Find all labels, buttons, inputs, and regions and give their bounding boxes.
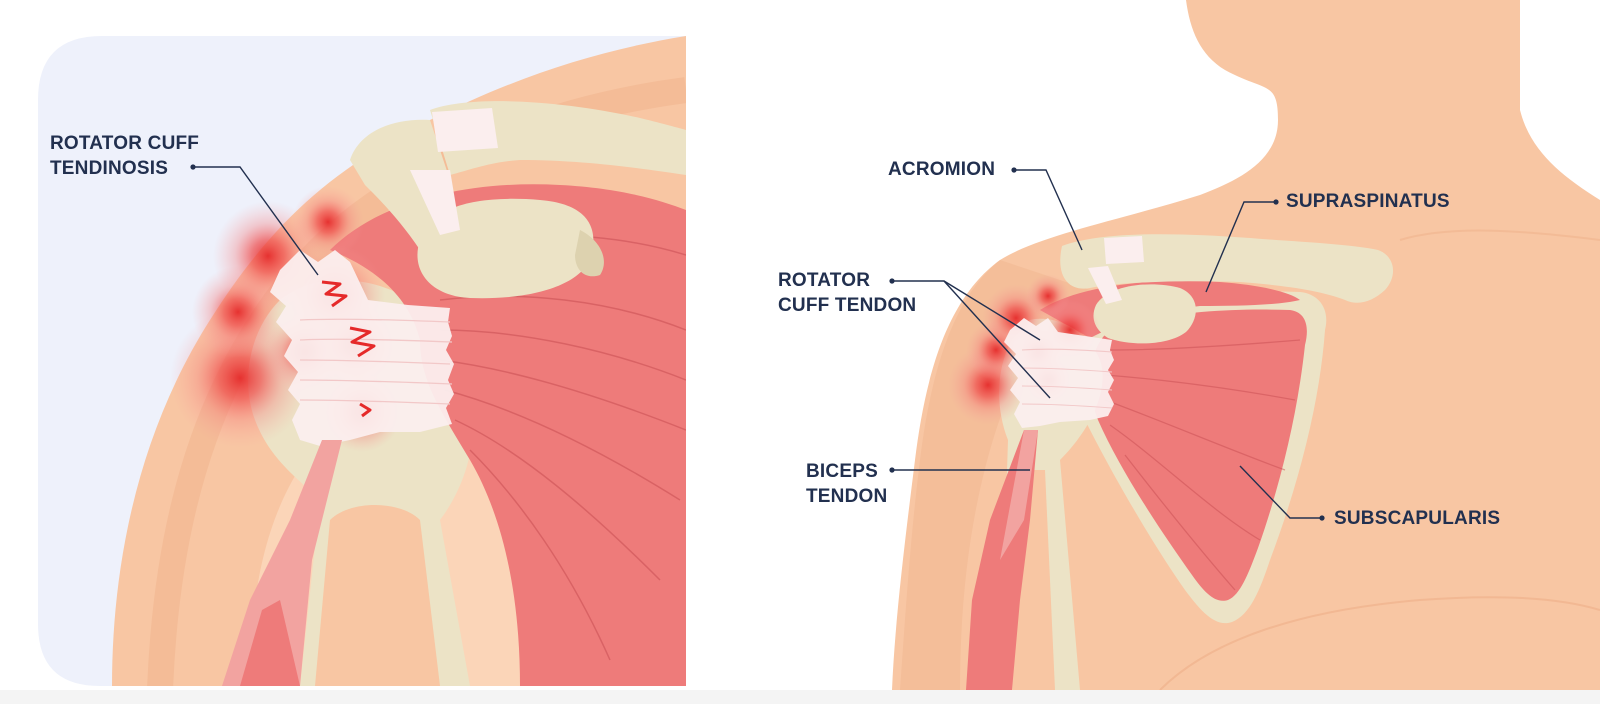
pain-bolt-icon xyxy=(349,326,376,358)
right-clavicle xyxy=(1060,234,1394,303)
leader-line-subscapularis xyxy=(1239,465,1322,519)
right-rotator-cuff-tendon xyxy=(1004,318,1114,428)
bottom-divider xyxy=(0,690,1600,704)
label-subscapularis: SUBSCAPULARIS xyxy=(1334,508,1501,529)
right-acromion xyxy=(1062,241,1104,272)
pain-bolt-icon xyxy=(321,280,348,308)
right-panel xyxy=(889,0,1600,690)
leader-line-supraspinatus xyxy=(1205,201,1276,293)
left-pain-bolts xyxy=(321,280,376,418)
leader-line-tendinosis xyxy=(193,166,319,276)
label-supraspinatus: SUPRASPINATUS xyxy=(1286,191,1450,212)
left-ligament xyxy=(410,170,460,235)
label-biceps-tendon: BICEPS TENDON xyxy=(806,461,888,507)
leader-line-acromion xyxy=(1014,169,1083,251)
leader-line-rotator-cuff-2 xyxy=(943,280,1051,399)
pain-bolt-icon xyxy=(359,402,372,418)
label-rotator-cuff-tendon: ROTATOR CUFF TENDON xyxy=(778,270,917,316)
left-clavicle xyxy=(430,101,686,175)
right-leader-lines xyxy=(892,169,1322,519)
left-coracoid xyxy=(417,198,594,299)
left-acromion xyxy=(350,119,450,250)
label-rotator-cuff-tendinosis: ROTATOR CUFF TENDINOSIS xyxy=(50,133,200,179)
label-acromion: ACROMION xyxy=(888,159,996,180)
left-panel xyxy=(38,36,686,686)
left-rotator-cuff-tendon xyxy=(270,250,454,446)
right-subscapularis-fibers xyxy=(1104,339,1301,591)
left-biceps-tendon xyxy=(222,440,342,686)
left-tendon-fibers xyxy=(299,318,453,405)
right-subscapularis xyxy=(1090,309,1307,601)
